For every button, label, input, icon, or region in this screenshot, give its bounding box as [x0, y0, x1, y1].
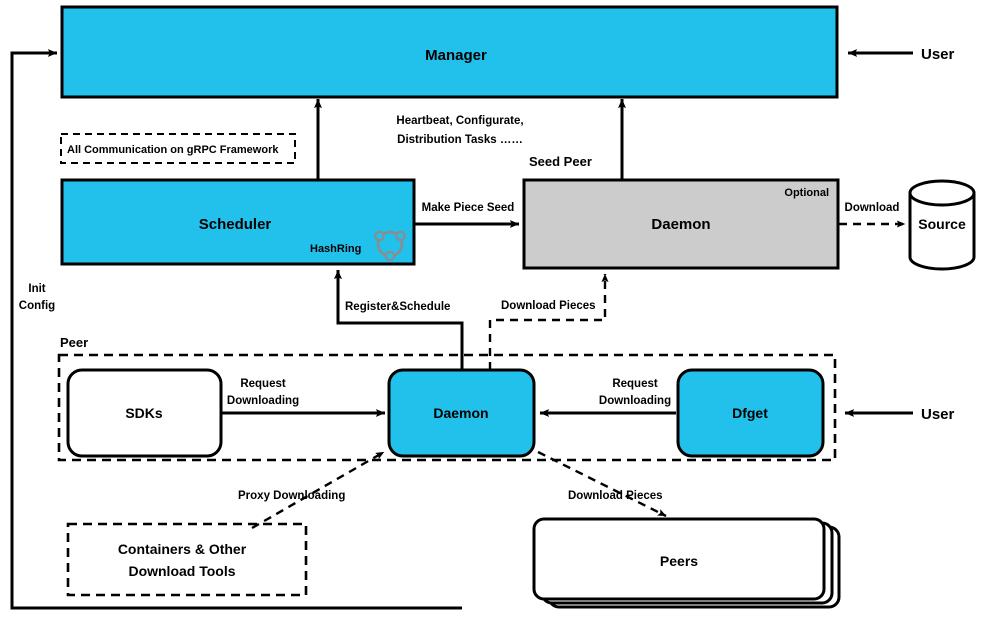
- edge-request-downloading-sdks: Request Downloading: [222, 378, 386, 417]
- peer-daemon-label: Daemon: [433, 405, 488, 421]
- containers-label-line1: Containers & Other: [118, 541, 247, 557]
- containers-label-line2: Download Tools: [128, 563, 235, 579]
- download-source-label: Download: [845, 202, 900, 214]
- make-piece-seed-label: Make Piece Seed: [422, 202, 515, 214]
- download-pieces-seed-label: Download Pieces: [501, 300, 596, 312]
- group-peer-boundary: [57, 353, 837, 462]
- dfget-label: Dfget: [732, 405, 768, 421]
- edge-request-downloading-dfget: Request Downloading: [539, 378, 676, 417]
- edge-register-schedule: Register&Schedule: [334, 269, 464, 370]
- group-peer-label: Peer: [60, 335, 88, 350]
- node-sdks[interactable]: SDKs: [66, 368, 223, 458]
- seed-peer-optional-badge: Optional: [784, 187, 829, 199]
- edge-proxy-downloading: Proxy Downloading: [238, 450, 385, 530]
- proxy-downloading-label: Proxy Downloading: [238, 490, 345, 502]
- edge-download-pieces-seed: Download Pieces: [488, 273, 609, 370]
- scheduler-hashring-label: HashRing: [310, 243, 361, 255]
- hashring-icon: [374, 230, 406, 262]
- manager-label: Manager: [425, 47, 487, 64]
- scheduler-label: Scheduler: [199, 216, 272, 233]
- edge-download-source: Download: [839, 202, 906, 228]
- edge-make-piece-seed: Make Piece Seed: [415, 202, 520, 228]
- group-seed-peer-label: Seed Peer: [529, 154, 592, 169]
- node-manager[interactable]: Manager: [60, 5, 839, 99]
- request-downloading-dfget-line2: Downloading: [599, 395, 671, 407]
- node-dfget[interactable]: Dfget: [676, 368, 825, 458]
- heartbeat-label-line1: Heartbeat, Configurate,: [396, 115, 523, 127]
- edge-download-pieces-peers: Download Pieces: [537, 450, 667, 518]
- init-config-label-line2: Config: [19, 300, 55, 312]
- grpc-note-label: All Communication on gRPC Framework: [67, 144, 279, 156]
- user-top-label: User: [921, 46, 955, 63]
- request-downloading-dfget-line1: Request: [612, 378, 658, 390]
- source-label: Source: [918, 216, 966, 232]
- node-peer-daemon[interactable]: Daemon: [387, 368, 536, 458]
- node-containers[interactable]: Containers & Other Download Tools: [66, 522, 308, 597]
- register-schedule-label: Register&Schedule: [345, 301, 450, 313]
- user-bottom-label: User: [921, 406, 955, 423]
- seed-peer-daemon-label: Daemon: [651, 216, 710, 233]
- actor-user-top[interactable]: User: [847, 46, 955, 63]
- edge-heartbeat: Heartbeat, Configurate, Distribution Tas…: [314, 98, 524, 180]
- edge-init-config: Init Config: [10, 49, 462, 610]
- init-config-label-line1: Init: [28, 283, 45, 295]
- heartbeat-label-line2: Distribution Tasks ……: [397, 134, 523, 146]
- node-peers[interactable]: Peers: [532, 517, 841, 609]
- request-downloading-sdks-line1: Request: [240, 378, 286, 390]
- actor-user-bottom[interactable]: User: [844, 406, 955, 423]
- node-source[interactable]: Source: [908, 179, 976, 271]
- download-pieces-peers-label: Download Pieces: [568, 490, 663, 502]
- peers-label: Peers: [660, 553, 698, 569]
- node-scheduler[interactable]: Scheduler HashRing: [60, 178, 416, 266]
- request-downloading-sdks-line2: Downloading: [227, 395, 299, 407]
- node-seed-peer-daemon[interactable]: Daemon Optional: [522, 178, 840, 270]
- sdks-label: SDKs: [125, 405, 163, 421]
- note-grpc: All Communication on gRPC Framework: [60, 133, 296, 164]
